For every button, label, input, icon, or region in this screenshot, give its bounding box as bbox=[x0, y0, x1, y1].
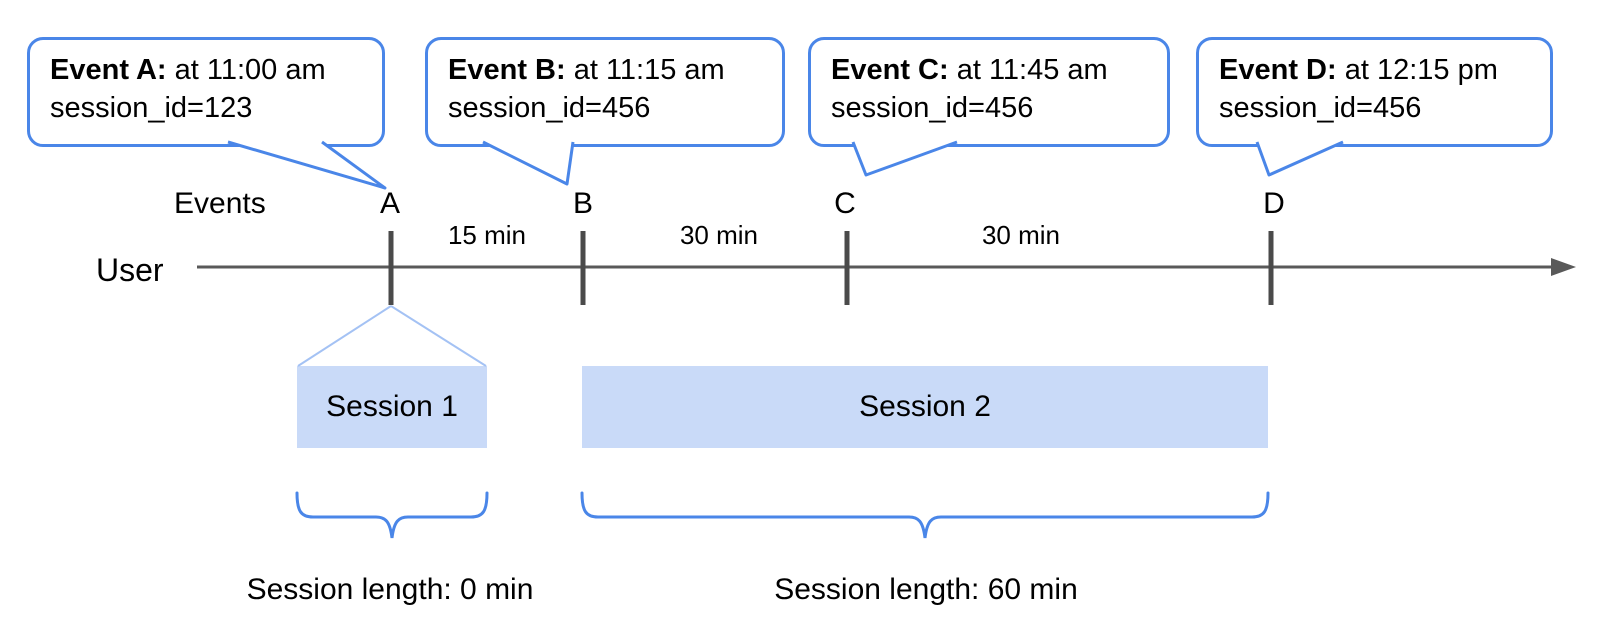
interval-a-b-label: 15 min bbox=[447, 220, 527, 250]
event-d-callout-session: session_id=456 bbox=[1219, 92, 1422, 124]
session-2-label: Session 2 bbox=[859, 390, 991, 423]
event-d-callout-title: Event D: bbox=[1219, 54, 1337, 86]
event-a-callout-time: at 11:00 am bbox=[166, 54, 326, 86]
session-1-label: Session 1 bbox=[326, 390, 458, 423]
event-c-marker-label: C bbox=[834, 187, 856, 220]
event-a-callout-line1: Event A: at 11:00 am bbox=[50, 51, 362, 89]
session-2-length-label: Session length: 60 min bbox=[774, 573, 1078, 606]
event-c-callout-line1: Event C: at 11:45 am bbox=[831, 51, 1147, 89]
event-a-marker-label: A bbox=[379, 187, 401, 220]
event-b-callout-line1: Event B: at 11:15 am bbox=[448, 51, 762, 89]
event-b-callout-time: at 11:15 am bbox=[565, 54, 725, 86]
event-d-callout-time: at 12:15 pm bbox=[1336, 54, 1498, 86]
session-1-box: Session 1 bbox=[297, 366, 487, 448]
event-a-callout-title: Event A: bbox=[50, 54, 167, 86]
events-axis-label: Events bbox=[174, 187, 266, 220]
event-d-callout: Event D: at 12:15 pm session_id=456 bbox=[1196, 37, 1553, 147]
event-c-callout-title: Event C: bbox=[831, 54, 949, 86]
event-a-callout-session: session_id=123 bbox=[50, 92, 253, 124]
session-1-funnel-left-line bbox=[297, 305, 392, 367]
event-d-marker-label: D bbox=[1263, 187, 1285, 220]
session-2-brace bbox=[580, 491, 1270, 539]
session-1-length-label: Session length: 0 min bbox=[246, 573, 534, 606]
session-2-box: Session 2 bbox=[582, 366, 1268, 448]
event-c-callout: Event C: at 11:45 am session_id=456 bbox=[808, 37, 1170, 147]
timeline-arrowhead-icon bbox=[1551, 258, 1576, 276]
session-1-brace bbox=[295, 491, 489, 539]
event-b-callout-title: Event B: bbox=[448, 54, 566, 86]
event-b-callout-tail bbox=[482, 140, 575, 186]
event-b-callout: Event B: at 11:15 am session_id=456 bbox=[425, 37, 785, 147]
event-a-callout: Event A: at 11:00 am session_id=123 bbox=[27, 37, 385, 147]
event-c-callout-session: session_id=456 bbox=[831, 92, 1034, 124]
event-d-callout-line1: Event D: at 12:15 pm bbox=[1219, 51, 1530, 89]
event-c-callout-time: at 11:45 am bbox=[948, 54, 1108, 86]
interval-b-c-label: 30 min bbox=[679, 220, 759, 250]
interval-c-d-label: 30 min bbox=[981, 220, 1061, 250]
event-b-callout-session: session_id=456 bbox=[448, 92, 651, 124]
event-b-marker-label: B bbox=[572, 187, 594, 220]
session-1-funnel-right-line bbox=[390, 305, 487, 367]
event-a-callout-tail bbox=[227, 140, 387, 190]
user-axis-label: User bbox=[96, 252, 164, 288]
